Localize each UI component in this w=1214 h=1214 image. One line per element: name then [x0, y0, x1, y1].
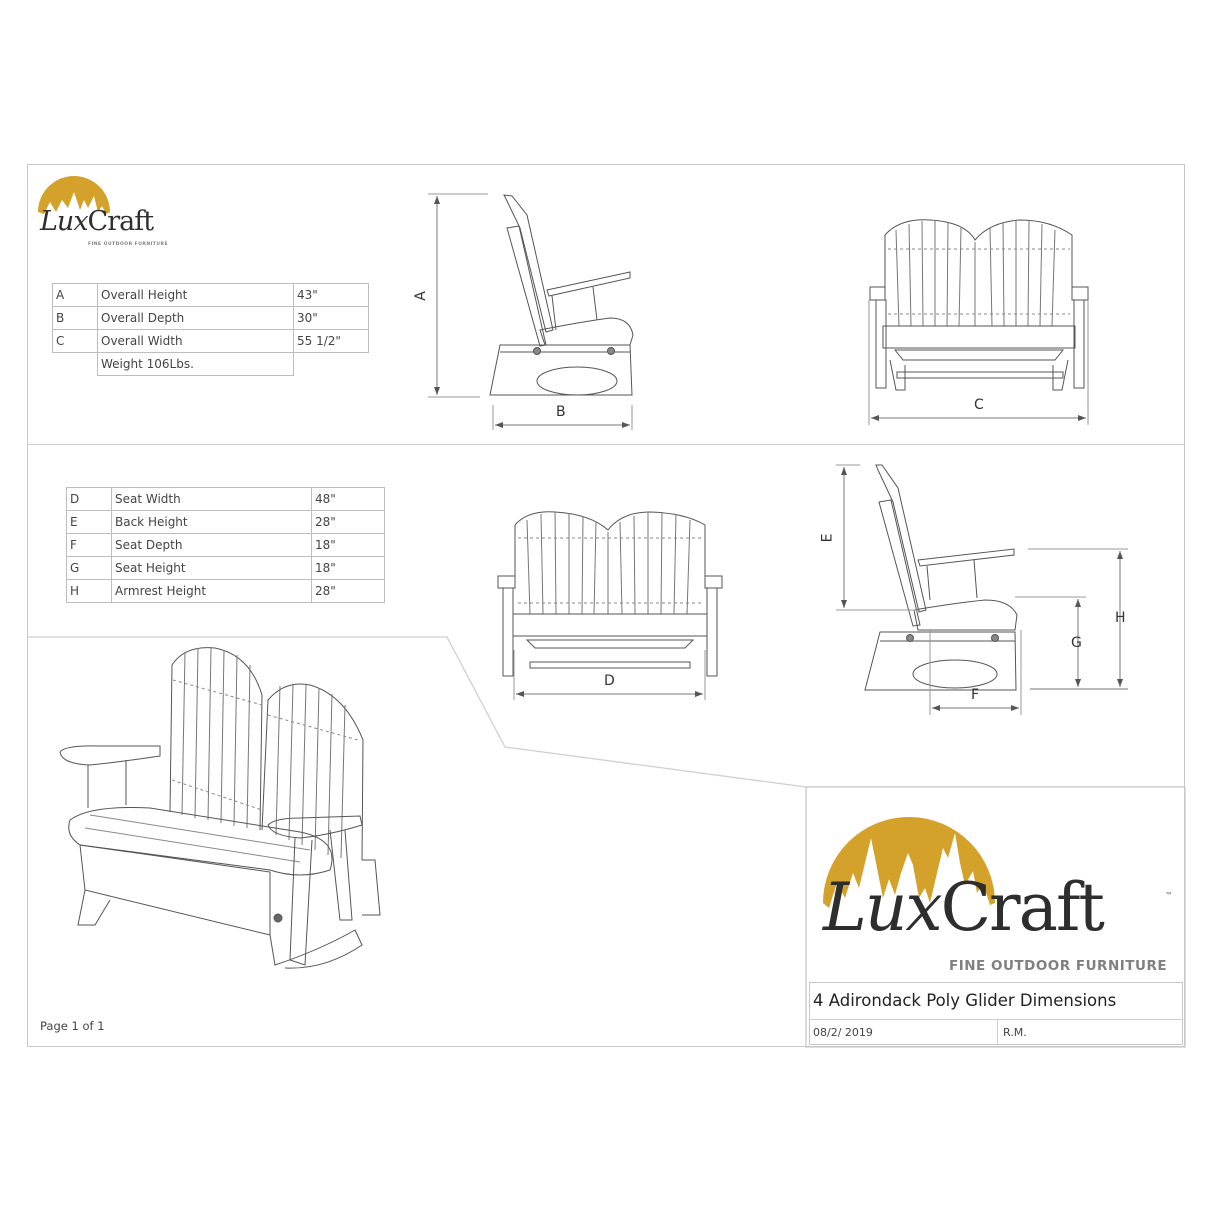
dim-label-e: E — [819, 533, 836, 543]
dim-label-h: H — [1115, 610, 1126, 626]
dim-value: 30" — [293, 306, 369, 330]
weight-label: Weight 106Lbs. — [97, 352, 294, 376]
dim-value: 18" — [311, 533, 385, 557]
drawing-frame — [27, 164, 1185, 1047]
dim-label: Seat Depth — [111, 533, 312, 557]
sun-trees-logo-icon — [38, 176, 110, 214]
dim-label: Overall Width — [97, 329, 294, 353]
front-view-overall — [868, 219, 1089, 425]
dim-key: G — [66, 556, 112, 580]
brand-logo-small: LuxCraft FINE OUTDOOR FURNITURE — [36, 172, 196, 252]
dim-label-b: B — [556, 404, 566, 420]
table-row: Weight 106Lbs. — [53, 352, 369, 376]
dim-label-c: C — [974, 397, 984, 413]
dim-key: F — [66, 533, 112, 557]
dim-value: 28" — [311, 579, 385, 603]
trademark-symbol: ™ — [1165, 891, 1173, 900]
dim-value: 28" — [311, 510, 385, 534]
table-row: C Overall Width 55 1/2" — [52, 329, 369, 353]
brand-name-part1: Lux — [40, 206, 89, 237]
dim-label: Seat Width — [111, 487, 312, 511]
dim-label: Armrest Height — [111, 579, 312, 603]
table-row: G Seat Height 18" — [66, 556, 385, 580]
dim-key: A — [52, 283, 98, 307]
table-row: B Overall Depth 30" — [52, 306, 369, 330]
dim-label: Seat Height — [111, 556, 312, 580]
brand-name-part1: Lux — [823, 869, 943, 946]
table-row: F Seat Depth 18" — [66, 533, 385, 557]
detail-dimensions-table: D Seat Width 48" E Back Height 28" F Sea… — [66, 487, 385, 603]
dim-key: D — [66, 487, 112, 511]
dim-value: 43" — [293, 283, 369, 307]
section-divider-top — [27, 444, 1185, 445]
side-view-overall — [428, 193, 634, 430]
dim-value: 18" — [311, 556, 385, 580]
dim-key: E — [66, 510, 112, 534]
brand-name-part2: Craft — [940, 869, 1105, 946]
perspective-view — [59, 647, 381, 969]
page-indicator: Page 1 of 1 — [40, 1019, 105, 1033]
dim-key: H — [66, 579, 112, 603]
dim-label-g: G — [1071, 635, 1082, 651]
side-view-detail — [836, 464, 1128, 715]
brand-logo-large: LuxCraft ™ FINE OUTDOOR FURNITURE — [815, 793, 1180, 978]
section-divider-angled — [28, 636, 807, 788]
dim-label-f: F — [971, 687, 980, 703]
dim-value: 55 1/2" — [293, 329, 369, 353]
title-block: 4 Adirondack Poly Glider Dimensions 08/2… — [809, 982, 1183, 1045]
overall-dimensions-table: A Overall Height 43" B Overall Depth 30"… — [52, 283, 369, 376]
dim-label: Overall Depth — [97, 306, 294, 330]
dim-label-d: D — [604, 673, 615, 689]
drawing-title: 4 Adirondack Poly Glider Dimensions — [813, 991, 1117, 1010]
dim-label: Back Height — [111, 510, 312, 534]
table-row: D Seat Width 48" — [66, 487, 385, 511]
drawing-date: 08/2/ 2019 — [813, 1026, 873, 1039]
sun-trees-logo-icon — [823, 817, 995, 908]
dim-key: B — [52, 306, 98, 330]
drawing-author: R.M. — [1003, 1026, 1027, 1039]
dim-key: C — [52, 329, 98, 353]
table-row: H Armrest Height 28" — [66, 579, 385, 603]
brand-tagline: FINE OUTDOOR FURNITURE — [949, 958, 1168, 974]
brand-name-part2: Craft — [87, 206, 155, 237]
brand-tagline-small: FINE OUTDOOR FURNITURE — [88, 242, 169, 247]
front-view-seat — [497, 511, 723, 700]
dim-value: 48" — [311, 487, 385, 511]
table-row: E Back Height 28" — [66, 510, 385, 534]
table-row: A Overall Height 43" — [52, 283, 369, 307]
dim-label: Overall Height — [97, 283, 294, 307]
dim-label-a: A — [412, 291, 429, 301]
